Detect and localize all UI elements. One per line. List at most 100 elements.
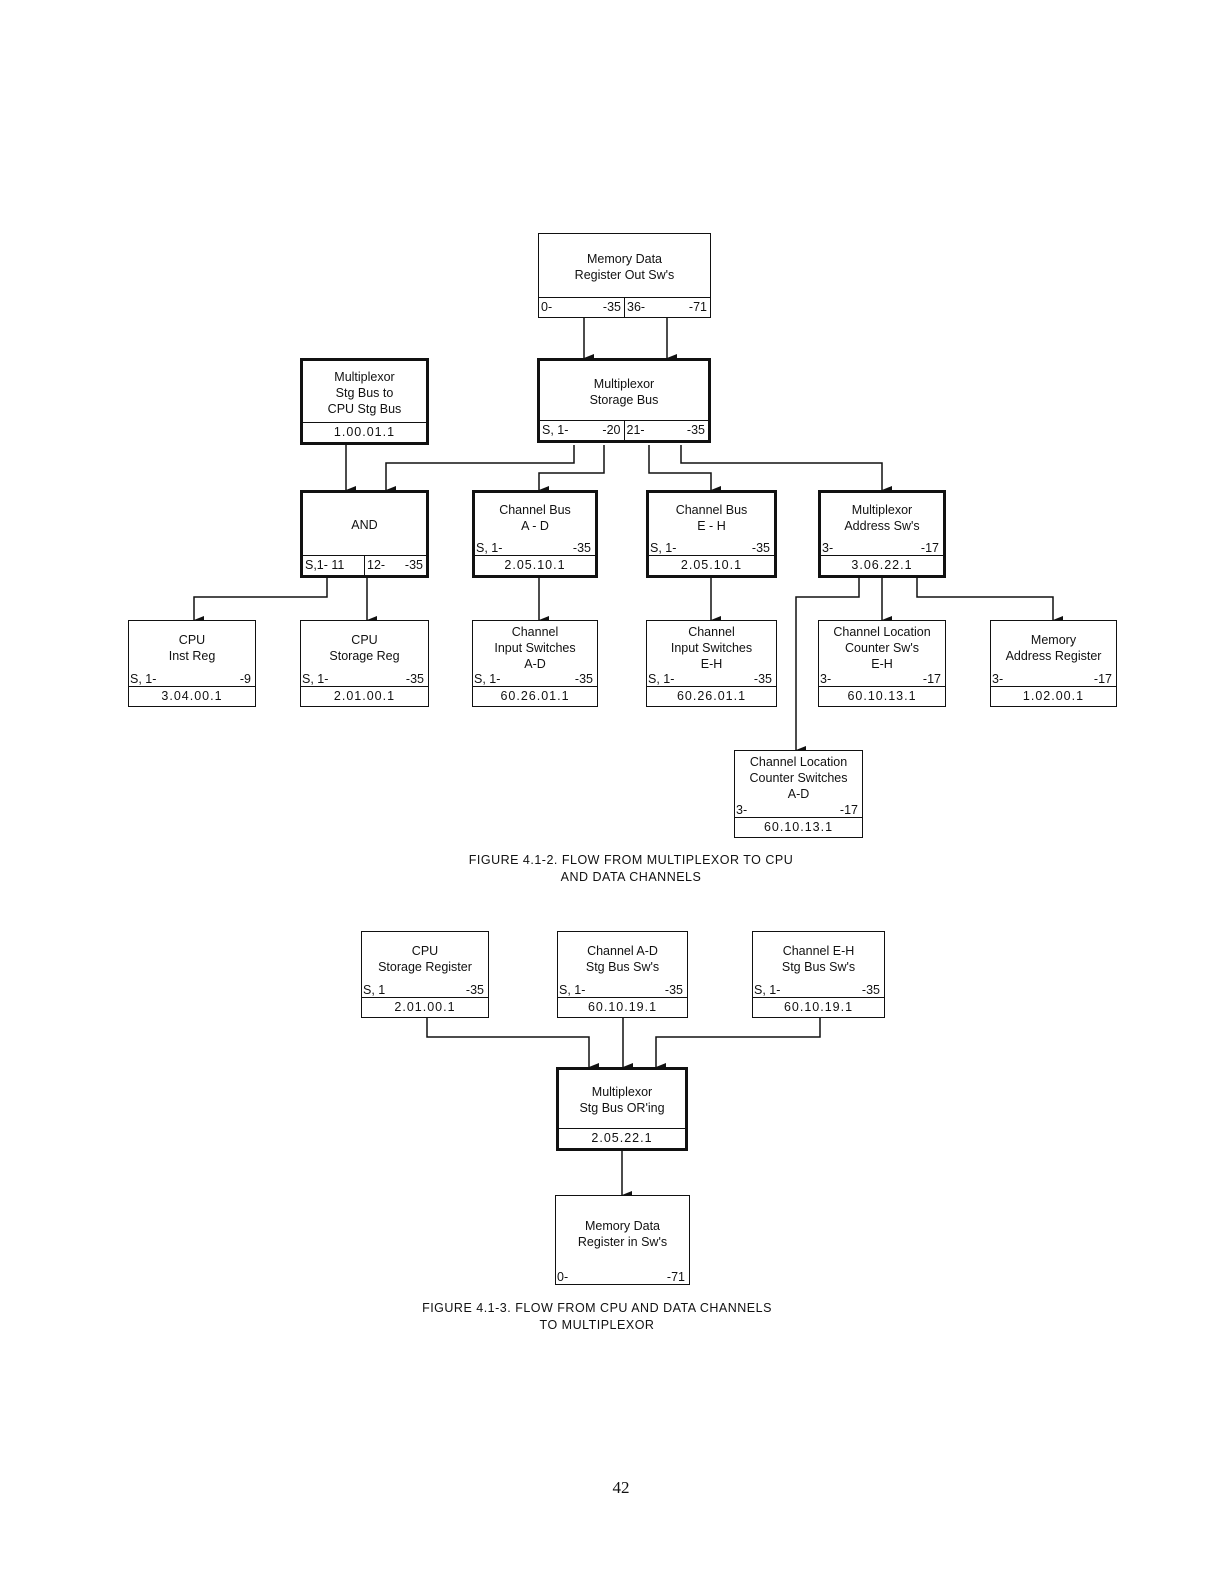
block-code: 60.26.01.1 <box>647 686 776 706</box>
title-line: AND <box>351 518 378 532</box>
title-line: Stg Bus Sw's <box>781 959 856 974</box>
block-code: 2.01.00.1 <box>362 997 488 1017</box>
range-segment: 12- -35 <box>364 556 426 575</box>
block-code: 2.05.10.1 <box>649 555 774 575</box>
bit-range: 0- -71 <box>556 1270 689 1284</box>
block-title: AND <box>303 493 426 555</box>
title-line: CPU <box>411 943 439 958</box>
title-line: Stg Bus to <box>335 385 394 400</box>
range-start: 3- <box>820 672 832 686</box>
range-start: S, 1- <box>650 541 677 555</box>
range-start: S,1- 11 <box>305 558 345 572</box>
title-line: Register in Sw's <box>577 1235 668 1249</box>
title-line: Multiplexor <box>593 376 655 391</box>
title-line: Channel Location <box>833 624 931 639</box>
range-start: 3- <box>822 541 834 555</box>
range-start: 0- <box>557 1270 569 1284</box>
flow-arrow <box>193 578 328 624</box>
range-start: 0- <box>541 300 553 314</box>
title-line: Input Switches <box>670 640 753 655</box>
range-start: 12- <box>367 558 386 572</box>
title-line: Channel Bus <box>675 503 748 517</box>
range-segment: 36--71 <box>624 298 710 317</box>
title-line: Memory Data <box>586 251 663 266</box>
range-end: -35 <box>686 423 705 437</box>
range-end: -20 <box>602 423 621 437</box>
title-line: A-D <box>787 787 810 801</box>
page-number: 42 <box>612 1478 630 1497</box>
title-line: Channel A-D <box>587 943 658 958</box>
flow-arrow <box>538 445 605 494</box>
range-start: 3- <box>736 803 748 817</box>
range-end: -71 <box>666 1270 685 1284</box>
range-end: -35 <box>574 672 593 686</box>
bit-range: S, 1--35 <box>473 672 597 686</box>
title-line: A-D <box>524 656 546 671</box>
range-end: -17 <box>1093 672 1112 686</box>
range-end: -35 <box>602 300 621 314</box>
block-code: 1.00.01.1 <box>303 422 426 442</box>
range-end: -35 <box>405 672 424 686</box>
title-line: Channel Bus <box>499 503 571 517</box>
bit-range: 3- -17 <box>991 672 1116 686</box>
title-line: Channel E-H <box>782 943 855 958</box>
range-end: -17 <box>839 803 858 817</box>
title-line: Register Out Sw's <box>574 267 675 282</box>
block-code: 60.26.01.1 <box>473 686 597 706</box>
flow-arrow <box>426 1018 599 1071</box>
title-line: E-H <box>871 656 893 671</box>
title-line: Multiplexor <box>591 1085 653 1099</box>
bit-range: S, 1--35 <box>475 541 595 555</box>
bit-range: S, 1--35 <box>558 983 687 997</box>
title-line: CPU <box>351 632 378 647</box>
block-and: AND S,1- 11 12- -35 <box>300 490 429 578</box>
block-code: 60.10.19.1 <box>558 997 687 1017</box>
range-start: S, 1- <box>542 423 569 437</box>
title-line: Storage Bus <box>589 392 659 407</box>
title-line: Memory <box>1030 632 1077 647</box>
range-end: -35 <box>861 983 880 997</box>
title-line: Channel <box>688 624 735 639</box>
range-segment: S,1- 11 <box>303 556 364 575</box>
range-end: -35 <box>404 558 423 572</box>
title-line: Channel Location <box>749 755 848 769</box>
block-code: 1.02.00.1 <box>991 686 1116 706</box>
range-end: -35 <box>751 541 770 555</box>
title-line: Input Switches <box>494 640 576 655</box>
range-start: S, 1- <box>648 672 675 686</box>
bit-range: S, 1--9 <box>129 672 255 686</box>
block-code: 3.04.00.1 <box>129 686 255 706</box>
range-end: -35 <box>572 541 591 555</box>
block-code: 60.10.13.1 <box>735 817 862 837</box>
title-line: E-H <box>700 656 723 671</box>
flow-arrow <box>385 445 575 494</box>
title-line: Multiplexor <box>851 503 913 517</box>
bit-range: S, 1--35 <box>753 983 884 997</box>
bit-range: S, 1- -35 <box>649 541 774 555</box>
title-line: Counter Switches <box>749 771 848 785</box>
range-segment: 21--35 <box>623 421 709 440</box>
range-start: S, 1 <box>363 983 386 997</box>
range-start: S, 1- <box>130 672 157 686</box>
title-line: Channel <box>511 624 559 639</box>
block-code: 2.01.00.1 <box>301 686 428 706</box>
range-start: 3- <box>992 672 1004 686</box>
